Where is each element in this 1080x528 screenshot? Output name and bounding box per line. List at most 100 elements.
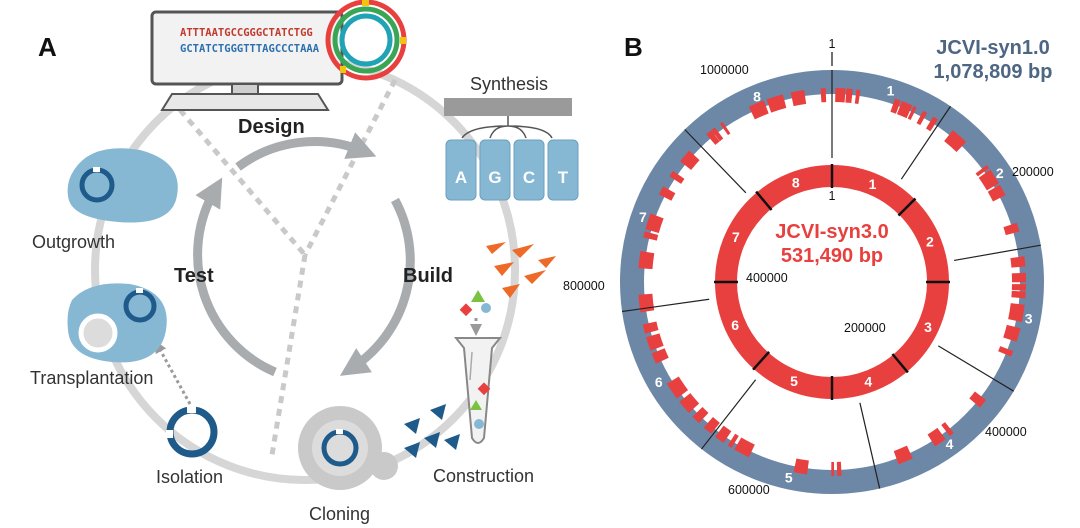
syn1-segment-spoke (937, 345, 1015, 392)
syn1-segment-1: 1 (887, 83, 895, 99)
syn1-gene-mark (638, 250, 655, 270)
syn1-segment-spoke (621, 298, 710, 313)
assembly-arrows-icon (404, 404, 460, 458)
designed-genome-icon (325, 0, 407, 81)
syn1-gene-mark (978, 169, 999, 191)
dna-sequence-top: ATTTAATGCCGGGCTATCTGG (180, 27, 313, 39)
syn1-gene-mark (727, 433, 739, 448)
vial-a: A (455, 168, 467, 187)
panel-b: B 1 200000 400000 600000 800000 1000000 … (563, 32, 1054, 497)
design-arrow (235, 132, 377, 171)
syn1-tick-800000: 800000 (563, 279, 605, 293)
syn1-gene-mark (658, 186, 676, 201)
dna-fragments-icon (486, 242, 556, 298)
syn1-gene-mark (941, 422, 954, 437)
panel-a: A Design Build Test ATTTAATGCCGGGCTATCTG… (30, 0, 579, 524)
syn1-tick-200000: 200000 (1012, 165, 1054, 179)
syn1-gene-mark (666, 376, 689, 399)
syn1-segment-spoke (701, 379, 757, 450)
syn3-segment-boundary (755, 190, 773, 211)
syn1-gene-mark (669, 170, 685, 184)
syn1-gene-mark (890, 98, 901, 114)
syn1-gene-mark (719, 121, 731, 136)
syn1-gene-marks (638, 88, 1026, 477)
syn1-name: JCVI-syn1.0 (936, 37, 1049, 59)
syn1-gene-mark (1011, 290, 1026, 299)
syn1-gene-mark (680, 150, 700, 170)
syn1-gene-mark (969, 391, 987, 408)
syn1-segment-numbers: 1 2 3 4 5 6 7 8 (639, 83, 1033, 486)
syn3-size: 531,490 bp (781, 245, 883, 267)
isolation-arrow (155, 340, 192, 405)
syn1-gene-mark (692, 407, 709, 424)
syn1-gene-mark (748, 100, 769, 120)
syn1-segment-5: 5 (785, 469, 793, 485)
syn3-segment-6: 6 (731, 317, 739, 333)
stage-test: Test (174, 265, 214, 287)
dbt-cycle-arrows (193, 132, 415, 377)
syn1-tick-1000000: 1000000 (700, 63, 749, 77)
syn1-gene-mark (998, 346, 1014, 357)
syn1-gene-mark (706, 130, 720, 145)
syn1-gene-mark (845, 88, 853, 104)
step-transplantation: Transplantation (30, 368, 153, 388)
computer-icon: ATTTAATGCCGGGCTATCTGG GCTATCTGGGTTTAGCCC… (150, 10, 344, 111)
syn3-tick-400000: 400000 (746, 271, 788, 285)
syn1-segment-6: 6 (655, 374, 663, 390)
test-tube-icon (453, 337, 503, 444)
build-arrow (339, 197, 415, 376)
syn1-segment-spoke (900, 105, 952, 180)
syn1-gene-mark (916, 110, 928, 126)
syn3-segment-boundaries (714, 164, 950, 400)
synthesizer-icon (444, 98, 579, 201)
syn3-segment-7: 7 (732, 229, 740, 245)
stage-build: Build (403, 265, 453, 287)
syn1-gene-mark (1003, 222, 1020, 236)
syn1-gene-mark (1003, 324, 1021, 342)
syn1-tick-400000: 400000 (985, 425, 1027, 439)
syn1-gene-mark (836, 461, 842, 476)
syn1-gene-mark (944, 130, 967, 152)
syn3-segment-3: 3 (924, 319, 932, 335)
syn1-gene-mark (1011, 284, 1026, 291)
syn1-tick-1: 1 (829, 37, 836, 51)
vial-t: T (558, 168, 569, 187)
transplant-cell-icon (67, 283, 167, 363)
step-cloning: Cloning (309, 504, 370, 524)
dna-sequence-bottom: GCTATCTGGGTTTAGCCCTAAA (180, 43, 320, 55)
syn3-tick-1: 1 (829, 189, 836, 203)
syn1-gene-mark (715, 425, 732, 443)
syn1-segment-spoke (859, 402, 881, 489)
panel-b-label: B (624, 32, 643, 62)
test-arrow (193, 177, 277, 377)
syn1-gene-mark (975, 165, 990, 177)
syn1-segment-2: 2 (996, 165, 1004, 181)
step-construction: Construction (433, 466, 534, 486)
syn1-gene-mark (711, 127, 724, 142)
syn1-gene-mark (1011, 272, 1026, 283)
syn1-segment-spokes (621, 70, 1041, 489)
syn1-gene-mark (645, 213, 664, 233)
syn1-gene-mark (638, 293, 655, 313)
panel-a-label: A (38, 32, 57, 62)
dotted-connectors (178, 78, 398, 456)
syn3-tick-200000: 200000 (844, 321, 886, 335)
syn1-gene-mark (925, 116, 938, 132)
isolated-genome-icon (166, 406, 218, 458)
syn1-gene-mark (1010, 256, 1026, 268)
syn3-segment-4: 4 (864, 374, 872, 390)
syn1-gene-mark (831, 461, 835, 477)
syn3-segment-boundary (891, 353, 909, 374)
syn1-gene-mark (907, 105, 917, 121)
syn1-segment-8: 8 (753, 89, 761, 105)
syn1-gene-mark (703, 417, 720, 434)
vial-g: G (488, 168, 501, 187)
syn1-tick-600000: 600000 (728, 483, 770, 497)
step-isolation: Isolation (156, 467, 223, 487)
syn1-size: 1,078,809 bp (934, 61, 1053, 83)
syn3-segment-8: 8 (792, 174, 800, 190)
syn3-segment-2: 2 (926, 233, 934, 249)
syn1-gene-mark (679, 393, 700, 413)
